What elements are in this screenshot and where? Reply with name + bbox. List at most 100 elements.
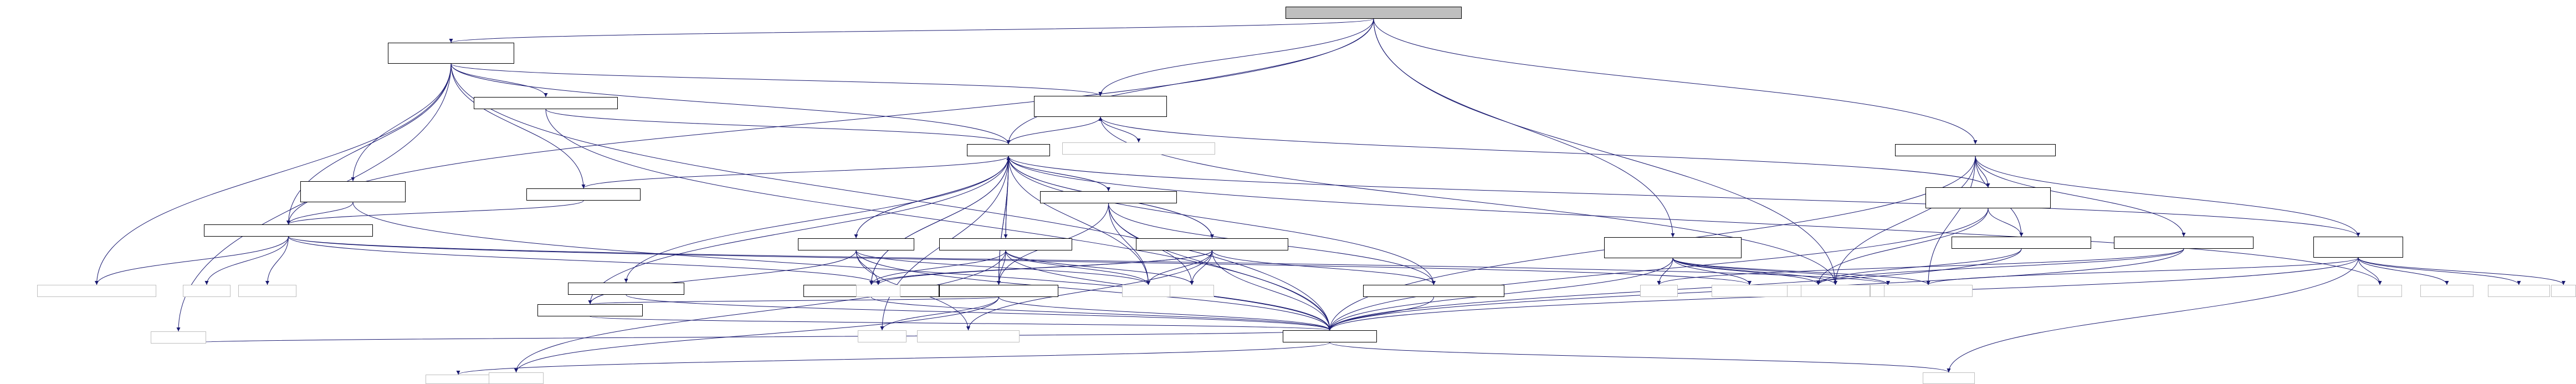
- graph-edge: [1975, 156, 2360, 237]
- graph-edge: [514, 250, 1006, 373]
- graph-edge: [1212, 250, 1436, 285]
- graph-edge: [590, 156, 1011, 305]
- graph-edge: [1006, 156, 1109, 192]
- graph-edge: [1108, 203, 1150, 285]
- graph-node[interactable]: [1952, 237, 2091, 249]
- graph-node[interactable]: [1136, 238, 1288, 250]
- graph-node[interactable]: [1283, 330, 1377, 342]
- graph-edge: [880, 296, 999, 331]
- graph-edge: [583, 156, 1011, 189]
- graph-edge: [1005, 156, 1011, 239]
- graph-edge: [1926, 156, 1976, 285]
- graph-edge: [966, 250, 1212, 331]
- graph-node[interactable]: [1034, 96, 1167, 117]
- graph-edge: [1672, 258, 1837, 285]
- graph-edge: [1146, 250, 1212, 285]
- graph-edge: [456, 342, 1330, 375]
- graph-edge: [351, 63, 452, 182]
- graph-edge: [204, 236, 289, 285]
- graph-node: [1170, 285, 1214, 297]
- graph-edge: [288, 236, 1890, 285]
- graph-edge: [590, 316, 1331, 331]
- graph-edge: [450, 63, 1103, 96]
- graph-node[interactable]: [204, 224, 373, 237]
- graph-edge: [449, 18, 1374, 43]
- graph-node: [856, 285, 900, 297]
- graph-node: [1062, 142, 1215, 155]
- graph-node[interactable]: [1895, 144, 2056, 156]
- graph-edge: [288, 236, 1752, 285]
- graph-edge: [1373, 18, 1978, 145]
- graph-edge: [624, 156, 1009, 283]
- graph-node[interactable]: [939, 285, 1058, 297]
- graph-edge: [352, 202, 1332, 331]
- graph-edge: [588, 296, 999, 305]
- graph-node: [426, 375, 491, 384]
- graph-edge: [856, 156, 1011, 239]
- graph-node[interactable]: [2313, 237, 2403, 258]
- graph-edge: [2358, 257, 2565, 285]
- graph-edge: [1373, 18, 1675, 238]
- graph-node[interactable]: [1040, 191, 1177, 203]
- graph-node: [1884, 285, 1973, 297]
- graph-edge: [1672, 258, 1930, 285]
- graph-edge: [1190, 250, 1212, 285]
- graph-node: [2551, 285, 2576, 297]
- graph-node[interactable]: [568, 283, 684, 295]
- graph-edge: [1328, 208, 1989, 331]
- graph-edge: [998, 156, 1011, 285]
- graph-edge: [2358, 257, 2521, 285]
- graph-node[interactable]: [967, 144, 1050, 156]
- graph-edge: [1988, 208, 2024, 237]
- graph-node: [2358, 285, 2402, 297]
- graph-edge: [545, 109, 1332, 331]
- graph-node[interactable]: [939, 238, 1072, 250]
- graph-node[interactable]: [300, 181, 406, 202]
- graph-edge: [998, 296, 1332, 331]
- graph-edge: [1672, 258, 1752, 285]
- graph-edge: [177, 330, 1330, 344]
- graph-node[interactable]: [798, 238, 914, 250]
- graph-edge: [1926, 257, 2359, 285]
- graph-node: [858, 330, 907, 342]
- graph-edge: [1657, 248, 2184, 285]
- graph-node: [37, 285, 156, 297]
- graph-node[interactable]: [388, 43, 514, 64]
- graph-node[interactable]: [1286, 7, 1462, 19]
- graph-node[interactable]: [537, 304, 643, 316]
- graph-edge: [1373, 18, 1837, 285]
- graph-edge: [1975, 156, 2186, 237]
- graph-edge: [871, 296, 1332, 331]
- graph-edge: [95, 63, 452, 285]
- graph-edge: [450, 63, 586, 189]
- graph-edge: [286, 63, 452, 225]
- graph-node: [238, 285, 296, 297]
- graph-node[interactable]: [1363, 285, 1504, 297]
- graph-edge: [514, 296, 999, 373]
- graph-node[interactable]: [1604, 237, 1742, 258]
- graph-edge: [286, 202, 354, 225]
- graph-edge: [1212, 250, 1332, 331]
- graph-edge: [1098, 18, 1374, 96]
- graph-node: [1122, 285, 1175, 297]
- graph-edge: [545, 109, 1011, 145]
- graph-node: [917, 330, 1020, 342]
- graph-node[interactable]: [1925, 187, 2051, 208]
- graph-edge: [1329, 342, 1951, 373]
- graph-node[interactable]: [526, 188, 641, 201]
- graph-node: [151, 331, 206, 344]
- graph-edge: [95, 236, 289, 285]
- graph-edge: [1005, 250, 1194, 285]
- graph-node[interactable]: [474, 97, 618, 109]
- graph-edge: [1006, 116, 1101, 145]
- graph-edge: [265, 236, 289, 285]
- graph-node[interactable]: [2114, 237, 2254, 249]
- graph-edge: [1006, 156, 1434, 285]
- graph-edge: [286, 200, 584, 225]
- graph-edge: [450, 63, 1011, 145]
- graph-edge: [1816, 248, 2184, 285]
- graph-node: [183, 285, 231, 297]
- graph-edge: [1657, 258, 1673, 285]
